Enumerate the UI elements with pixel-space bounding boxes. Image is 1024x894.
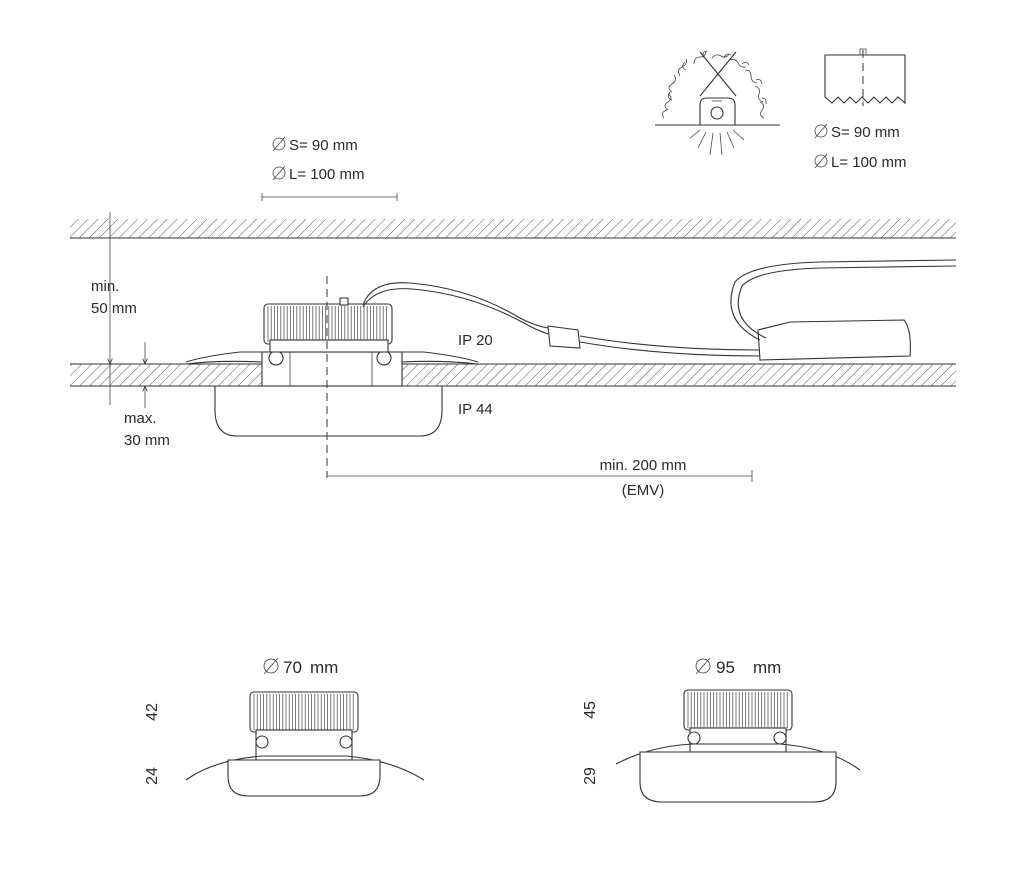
driver-with-cable <box>362 259 957 361</box>
gap-label-top: min. <box>91 278 119 295</box>
diameter-icon <box>814 123 828 139</box>
diameter-icon <box>695 657 711 675</box>
variant1-height-bottom: 24 <box>144 767 161 785</box>
driver-distance-label: min. 200 mm <box>600 457 687 474</box>
variant2-unit: mm <box>753 658 781 677</box>
ceiling-gap-dimension: min. 50 mm <box>91 212 137 405</box>
variant2-diameter: 95 <box>716 658 735 677</box>
variant1-diameter: 70 <box>283 658 302 677</box>
upper-ceiling <box>70 219 956 239</box>
variant-95mm: 95 mm 45 29 <box>582 657 861 803</box>
gap-label-bottom: 50 mm <box>91 300 137 317</box>
cutout-large-label: L= 100 mm <box>289 166 364 183</box>
icon-cutout-labels: S= 90 mm L= 100 mm <box>814 123 906 171</box>
ip-inside-label: IP 20 <box>458 332 493 349</box>
variant-70mm: 70 mm 42 24 <box>144 657 425 797</box>
diameter-icon <box>814 153 828 169</box>
ip-outside-label: IP 44 <box>458 401 493 418</box>
thickness-label-top: max. <box>124 410 157 427</box>
downlight-installed <box>185 276 479 478</box>
no-thermal-insulation-icon <box>655 50 780 156</box>
variant2-height-bottom: 29 <box>582 767 599 785</box>
ceiling-thickness-dimension: max. 30 mm <box>124 342 170 449</box>
diameter-icon <box>272 165 286 181</box>
suspended-ceiling <box>70 363 956 387</box>
icon-cutout-large-label: L= 100 mm <box>831 154 906 171</box>
variant1-height-top: 42 <box>144 703 161 721</box>
cutout-dimensions: S= 90 mm L= 100 mm <box>261 136 398 201</box>
diameter-icon <box>263 657 279 675</box>
diameter-icon <box>272 136 286 152</box>
hole-saw-cutout-icon <box>824 48 906 106</box>
icon-cutout-small-label: S= 90 mm <box>831 124 900 141</box>
driver-distance-dimension: min. 200 mm (EMV) <box>327 457 753 499</box>
variant1-unit: mm <box>310 658 338 677</box>
variant2-height-top: 45 <box>582 701 599 719</box>
driver-distance-note: (EMV) <box>622 482 665 499</box>
cutout-small-label: S= 90 mm <box>289 137 358 154</box>
thickness-label-bottom: 30 mm <box>124 432 170 449</box>
